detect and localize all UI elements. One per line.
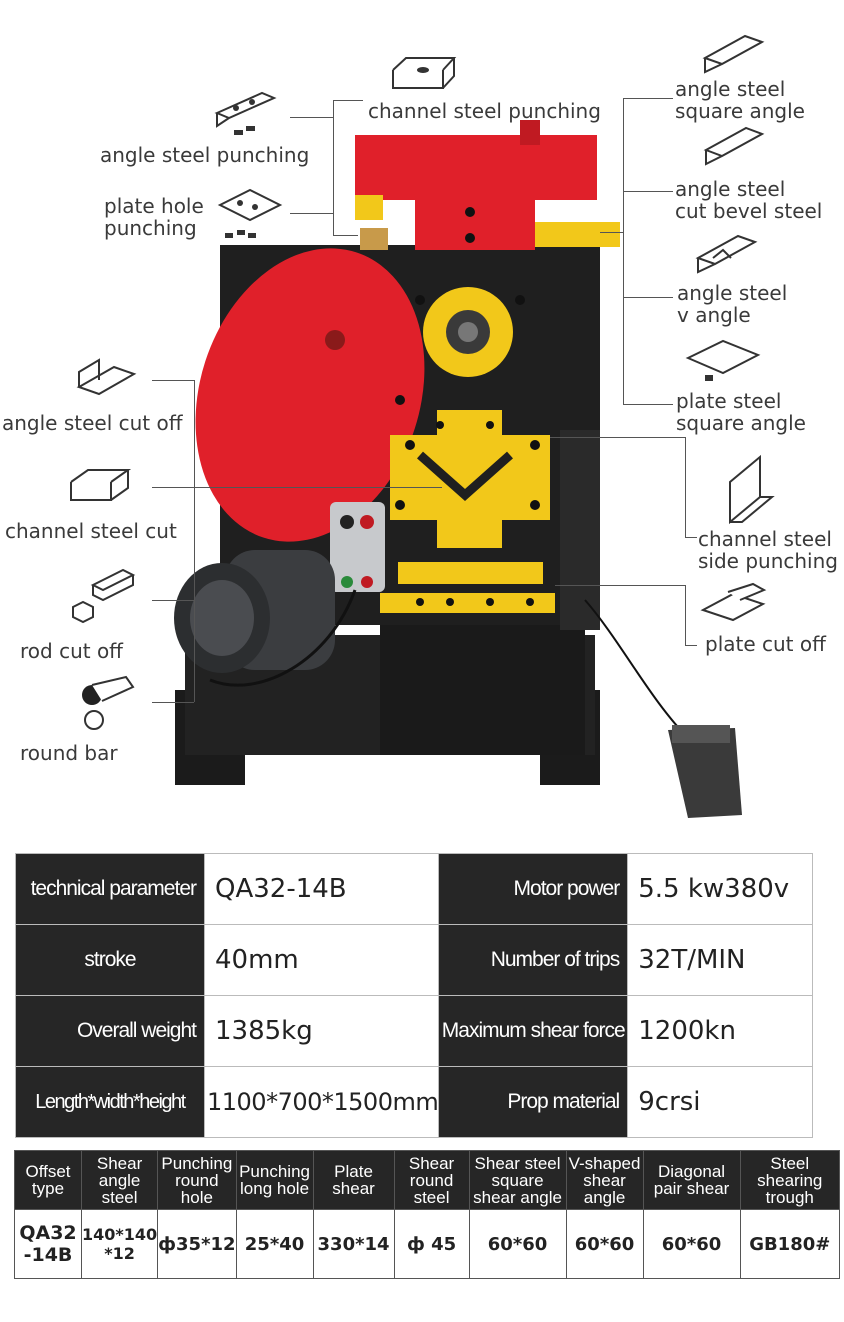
leader-line: [685, 585, 686, 645]
spec-key: Overall weight: [15, 995, 205, 1067]
capacity-header: Shear steel square shear angle: [468, 1150, 567, 1210]
rod-cut-off-icon: [72, 568, 136, 624]
leader-line: [333, 100, 334, 235]
capacity-header-row: Offset type Shear angle steel Punching r…: [14, 1150, 841, 1210]
leader-line: [290, 117, 333, 118]
spec-key: Prop material: [438, 1066, 629, 1138]
leader-line: [623, 191, 673, 192]
label-plate-hole-punching: plate hole punching: [104, 194, 204, 240]
angle-steel-v-angle-icon: [695, 234, 758, 274]
leader-line: [290, 213, 333, 214]
capacity-value: 140*140 *12: [80, 1209, 159, 1279]
round-bar-icon: [82, 675, 135, 730]
leader-line: [685, 437, 686, 537]
spec-key: Number of trips: [438, 924, 629, 996]
channel-steel-cut-icon: [70, 469, 132, 501]
capacity-value: 60*60: [642, 1209, 741, 1279]
spec-value: 1200kn: [627, 995, 813, 1067]
leader-line: [152, 380, 194, 381]
spec-value: 1385kg: [203, 995, 440, 1067]
capacity-header: Diagonal pair shear: [642, 1150, 741, 1210]
leader-line: [623, 98, 673, 99]
label-round-bar: round bar: [20, 741, 118, 765]
label-rod-cut-off: rod cut off: [20, 639, 123, 663]
label-angle-steel-v-angle: angle steel v angle: [677, 281, 788, 327]
leader-line: [550, 437, 685, 438]
label-channel-steel-side-punching: channel steel side punching: [698, 527, 838, 573]
spec-row: technical parameter QA32-14B Motor power…: [15, 853, 813, 925]
capacity-table: Offset type Shear angle steel Punching r…: [14, 1150, 841, 1279]
spec-key: Motor power: [438, 853, 629, 925]
capacity-value: QA32 -14B: [14, 1209, 82, 1279]
capacity-header: Shear round steel: [393, 1150, 470, 1210]
capacity-value: 60*60: [468, 1209, 567, 1279]
capacity-header: Plate shear: [312, 1150, 395, 1210]
capacity-value: 25*40: [235, 1209, 314, 1279]
spec-key: technical parameter: [15, 853, 205, 925]
leader-line: [333, 235, 358, 236]
leader-line: [600, 232, 623, 233]
plate-steel-square-angle-icon: [685, 339, 761, 381]
leader-line: [623, 98, 624, 404]
capacity-header: Offset type: [14, 1150, 82, 1210]
channel-steel-side-punching-icon: [729, 454, 775, 525]
capacity-value: GB180#: [739, 1209, 841, 1279]
capacity-value: ф35*12: [157, 1209, 237, 1279]
spec-value: 9crsi: [627, 1066, 813, 1138]
angle-steel-cut-bevel-icon: [703, 126, 765, 166]
label-angle-steel-cut-bevel: angle steel cut bevel steel: [675, 177, 823, 223]
leader-line: [685, 645, 697, 646]
spec-value: 5.5 kw380v: [627, 853, 813, 925]
spec-key: stroke: [15, 924, 205, 996]
capacity-value: ф 45: [393, 1209, 470, 1279]
leader-line: [194, 380, 195, 702]
spec-value: 1100*700*1500mm: [203, 1066, 440, 1138]
plate-hole-punching-icon: [217, 188, 283, 238]
spec-row: Length*width*height 1100*700*1500mm Prop…: [15, 1066, 813, 1138]
leader-line: [623, 297, 673, 298]
leader-line: [152, 600, 194, 601]
angle-steel-square-angle-icon: [702, 34, 765, 74]
spec-row: stroke 40mm Number of trips 32T/MIN: [15, 924, 813, 996]
leader-line: [623, 404, 673, 405]
leader-line: [685, 537, 697, 538]
ironworker-machine-illustration: [174, 120, 742, 818]
label-channel-steel-punching: channel steel punching: [368, 99, 601, 123]
label-angle-steel-punching: angle steel punching: [100, 143, 310, 167]
leader-line: [152, 702, 194, 703]
spec-value: QA32-14B: [203, 853, 440, 925]
spec-value: 32T/MIN: [627, 924, 813, 996]
capacity-value: 330*14: [312, 1209, 395, 1279]
angle-steel-punching-icon: [214, 91, 277, 135]
label-angle-steel-square-angle: angle steel square angle: [675, 77, 805, 123]
capacity-value-row: QA32 -14B 140*140 *12 ф35*12 25*40 330*1…: [14, 1209, 841, 1279]
channel-steel-punching-icon: [392, 57, 457, 89]
label-channel-steel-cut: channel steel cut: [5, 519, 177, 543]
spec-key: Length*width*height: [15, 1066, 205, 1138]
leader-line: [152, 487, 442, 488]
capacity-header: Punching round hole: [157, 1150, 237, 1210]
plate-cut-off-icon: [700, 582, 767, 622]
angle-steel-cut-off-icon: [76, 358, 137, 396]
capacity-value: 60*60: [565, 1209, 644, 1279]
capacity-header: Shear angle steel: [80, 1150, 159, 1210]
label-plate-steel-square-angle: plate steel square angle: [676, 389, 806, 435]
leader-line: [333, 100, 363, 101]
capacity-header: V-shaped shear angle: [565, 1150, 644, 1210]
capacity-header: Steel shearing trough: [739, 1150, 841, 1210]
spec-table: technical parameter QA32-14B Motor power…: [15, 853, 813, 1138]
spec-row: Overall weight 1385kg Maximum shear forc…: [15, 995, 813, 1067]
capacity-header: Punching long hole: [235, 1150, 314, 1210]
spec-key: Maximum shear force: [438, 995, 629, 1067]
label-angle-steel-cut-off: angle steel cut off: [2, 411, 183, 435]
leader-line: [555, 585, 685, 586]
spec-value: 40mm: [203, 924, 440, 996]
label-plate-cut-off: plate cut off: [705, 632, 826, 656]
